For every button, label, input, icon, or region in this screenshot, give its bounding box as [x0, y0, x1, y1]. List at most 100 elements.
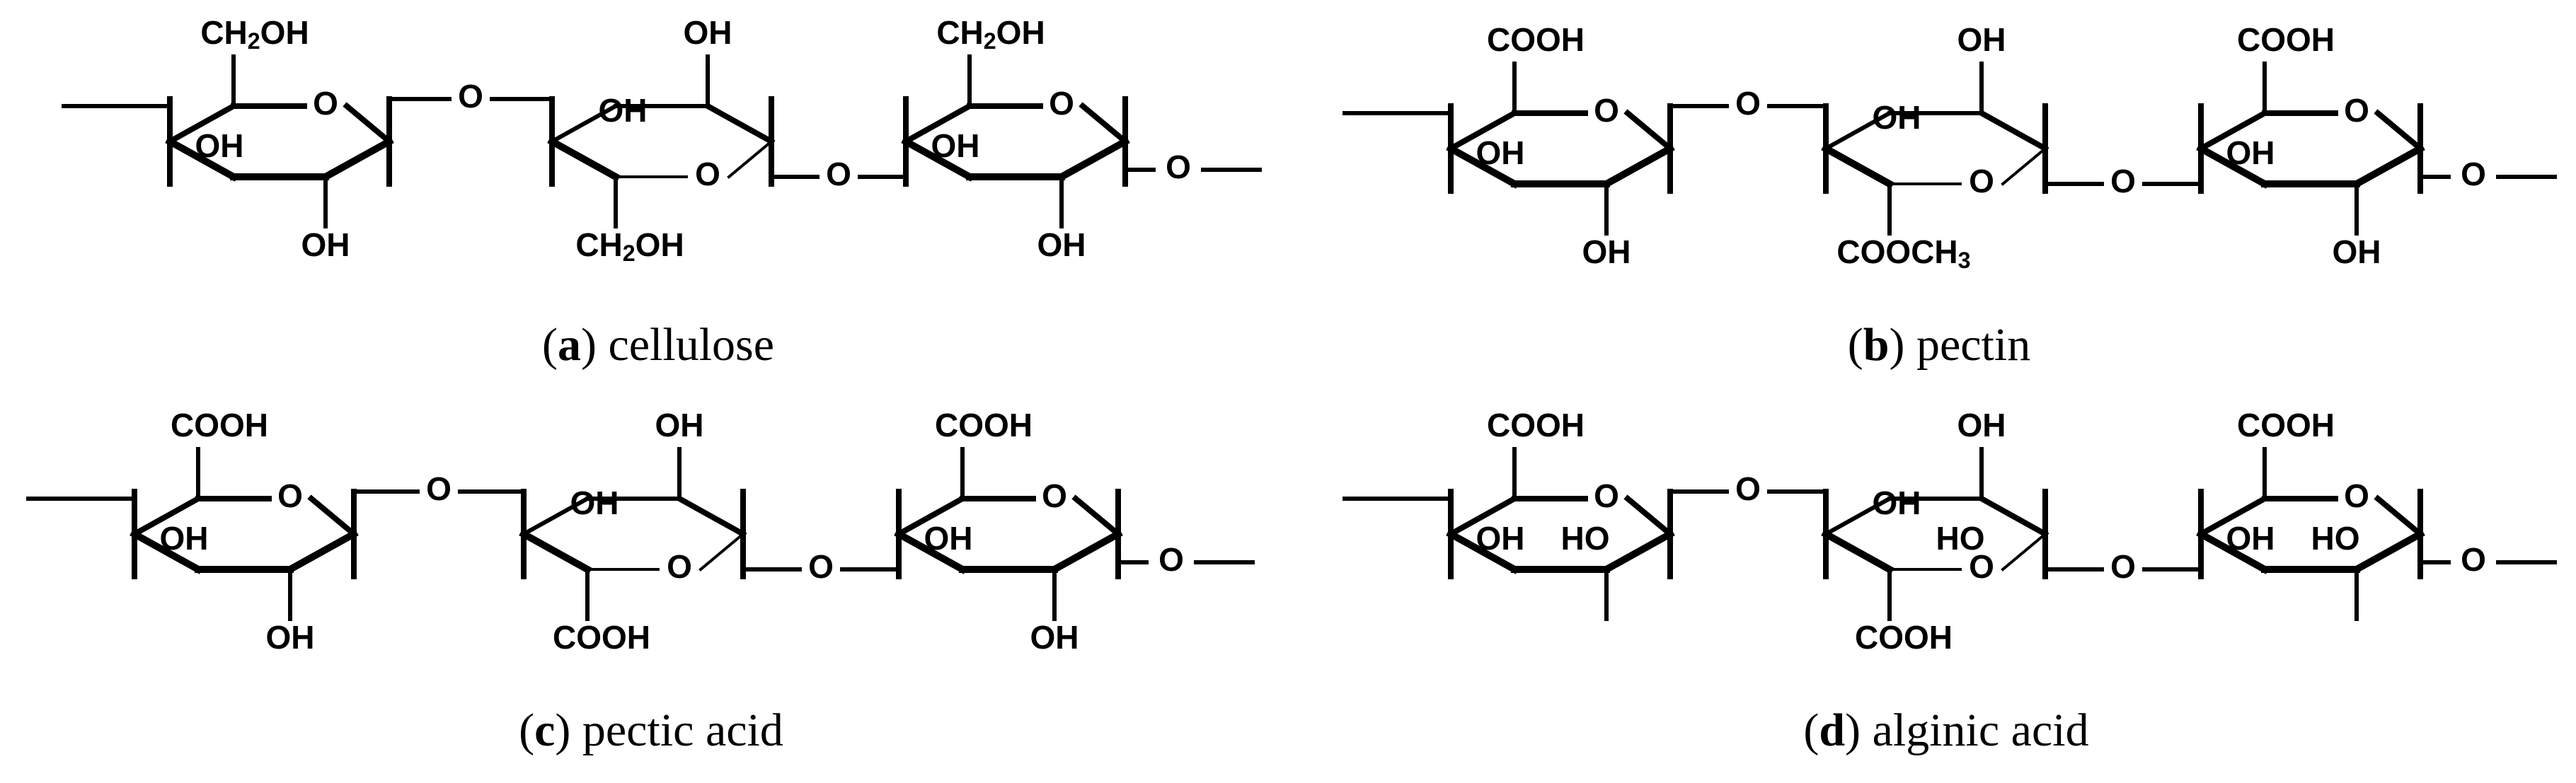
pectic-acid-ring2-bond-c4-c5: [895, 494, 967, 538]
cellulose-ring0-bond-o-c1: [343, 102, 393, 146]
pectin-bridge1-oxygen: O: [2110, 163, 2136, 199]
pectic-acid-ring2-bond-c1-c2: [1050, 529, 1123, 574]
cellulose-ring2-label-left: OH: [931, 127, 980, 164]
pectin-chain-end-oxygen: O: [2461, 156, 2486, 192]
cellulose-ring1-label-left: OH: [599, 92, 648, 129]
pectic-acid-ring1-ring-oxygen: O: [667, 548, 692, 585]
pectin-ring2-bond-c1-c2: [2352, 144, 2425, 189]
alginic-acid-ring0-bond-c3-c4: [1446, 529, 1519, 574]
pectic-acid-ring2-ring-oxygen: O: [1042, 477, 1067, 514]
alginic-acid-ring2-bond-o-c1: [2374, 494, 2425, 538]
caption-a-name: cellulose: [608, 319, 775, 371]
cellulose-ring1-bond-c4-c5: [547, 137, 621, 182]
cellulose-bridge0-oxygen: O: [458, 78, 483, 115]
pectic-acid-ring0-label-bottom: OH: [266, 619, 315, 656]
pectin-ring1-label-bottom: COOCH3: [1836, 233, 1970, 272]
pectic-acid-ring0-label-left: OH: [160, 520, 209, 557]
pectin-ring2-bond-c3-c4: [2196, 144, 2270, 189]
alginic-acid-ring0-bond-o-c1: [1623, 494, 1674, 538]
pectin-ring1-bond-c1-c2: [1977, 109, 2049, 153]
pectin-ring2-bond-c4-c5: [2197, 109, 2269, 153]
alginic-acid-ring1-bond-o-c1: [2001, 532, 2047, 572]
pectin-ring0-bond-c4-c5: [1447, 109, 1519, 153]
alginic-acid-ring2-label-left: OH: [2226, 520, 2275, 557]
alginic-acid-ring2-label-top: COOH: [2237, 407, 2335, 443]
alginic-acid-ring1-label-left: OH: [1873, 485, 1921, 521]
alginic-acid-ring0-bond-c4-c5: [1447, 494, 1519, 538]
cellulose-ring2-bond-o-c1: [1079, 102, 1129, 146]
pectin-ring0-bond-o-c1: [1623, 109, 1674, 153]
pectic-acid-ring1-bond-c3-c4: [520, 495, 591, 538]
cellulose-ring2-bond-c4-c5: [902, 102, 974, 146]
caption-a-letter: a: [557, 319, 581, 371]
pectin-ring0-ring-oxygen: O: [1594, 92, 1619, 129]
pectic-acid-ring0-bond-c3-c4: [130, 529, 203, 574]
cellulose-ring1-label-top: OH: [684, 14, 732, 51]
cellulose-chain-end-oxygen: O: [1166, 149, 1191, 185]
cellulose-ring1-bond-c1-c2: [703, 102, 776, 146]
alginic-acid-chain-end-oxygen: O: [2461, 541, 2486, 578]
caption-b-letter: b: [1863, 319, 1890, 371]
pectin-ring2-bond-o-c1: [2374, 109, 2425, 153]
alginic-acid-ring1-label-bottom: COOH: [1855, 619, 1953, 656]
pectic-acid-ring0-bond-c1-c2: [285, 529, 359, 574]
caption-c-letter: c: [534, 704, 556, 756]
pectic-acid-ring1-label-left: OH: [570, 485, 619, 521]
pectic-acid-ring1-label-top: OH: [655, 407, 704, 443]
pectic-acid-ring1-label-bottom: COOH: [553, 619, 650, 656]
caption-c: (c) pectic acid: [519, 704, 783, 756]
pectin-ring1-label-left: OH: [1873, 99, 1921, 136]
cellulose-ring2-bond-c3-c4: [901, 137, 974, 182]
caption-b: (b) pectin: [1847, 319, 2031, 371]
pectic-acid-ring0-label-top: COOH: [171, 407, 268, 443]
pectic-acid-ring2-bond-o-c1: [1071, 494, 1122, 538]
pectic-acid-ring0-bond-o-c1: [307, 494, 358, 538]
alginic-acid-ring1-label-right: HO: [1936, 520, 1985, 557]
cellulose-ring0-label-top: CH2OH: [200, 14, 309, 53]
pectic-acid-ring1-bond-c1-c2: [675, 494, 747, 538]
pectin-ring1-bond-c4-c5: [1821, 144, 1894, 189]
pectin-ring0-label-top: COOH: [1487, 21, 1585, 58]
pectin-ring1-bond-o-c1: [2001, 146, 2047, 186]
alginic-acid-ring2-bond-c1-c2: [2352, 529, 2425, 574]
alginic-acid-ring1-ring-oxygen: O: [1969, 548, 1994, 585]
cellulose-ring1-label-bottom: CH2OH: [575, 226, 684, 265]
pectin-ring0-bond-c3-c4: [1446, 144, 1519, 189]
pectic-acid-bridge1-oxygen: O: [808, 548, 834, 585]
cellulose-ring1-bond-c3-c4: [548, 103, 619, 145]
alginic-acid-ring0-label-left: OH: [1476, 520, 1525, 557]
pectic-acid-ring2-label-left: OH: [924, 520, 973, 557]
pectin-ring2-ring-oxygen: O: [2344, 92, 2369, 129]
alginic-acid-ring0-label-top: COOH: [1487, 407, 1585, 443]
cellulose-bridge1-oxygen: O: [826, 156, 851, 192]
caption-c-name: pectic acid: [582, 704, 783, 756]
alginic-acid-ring1-bond-c3-c4: [1822, 495, 1893, 538]
pectin-bridge0-oxygen: O: [1735, 85, 1761, 122]
alginic-acid-ring2-bond-c4-c5: [2197, 494, 2269, 538]
alginic-acid-ring0-bond-c1-c2: [1602, 529, 1675, 574]
alginic-acid-ring2-ring-oxygen: O: [2344, 477, 2369, 514]
alginic-acid-ring0-label-right: HO: [1561, 520, 1610, 557]
pectic-acid-ring2-bond-c3-c4: [894, 529, 967, 574]
pectin-ring0-label-left: OH: [1476, 134, 1525, 171]
pectin-ring1-bond-c3-c4: [1822, 110, 1893, 152]
pectin-ring0-label-bottom: OH: [1582, 233, 1631, 270]
alginic-acid-ring0-ring-oxygen: O: [1594, 477, 1619, 514]
cellulose-ring2-label-bottom: OH: [1037, 226, 1086, 263]
cellulose-ring2-label-top: CH2OH: [936, 14, 1045, 53]
alginic-acid-ring2-label-right: HO: [2311, 520, 2360, 557]
cellulose-ring0-bond-c4-c5: [166, 102, 238, 146]
pectin-ring1-label-top: OH: [1957, 21, 2006, 58]
cellulose-ring2-ring-oxygen: O: [1049, 85, 1074, 122]
cellulose-ring1-bond-o-c1: [727, 139, 774, 179]
pectic-acid-ring1-bond-o-c1: [698, 532, 745, 572]
cellulose-ring0-label-left: OH: [195, 127, 244, 164]
